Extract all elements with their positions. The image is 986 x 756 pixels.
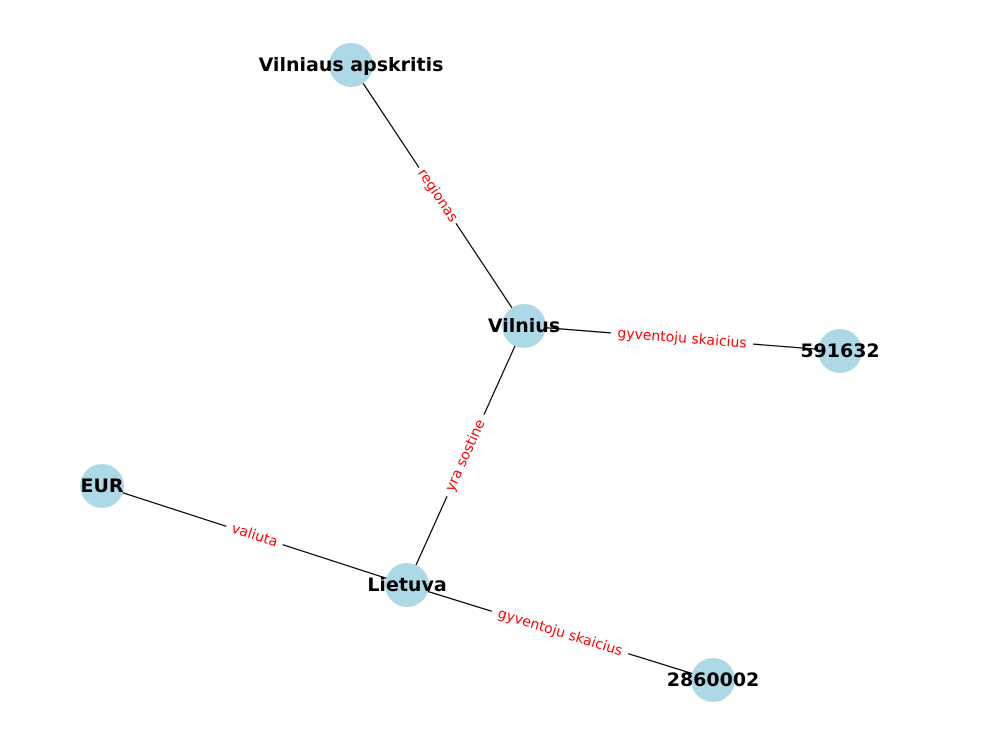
node-lietuva: Lietuva bbox=[367, 563, 447, 607]
edge-label-background bbox=[610, 323, 754, 354]
node-eur: EUR bbox=[80, 464, 124, 508]
edge-labels-layer: regionas gyventoju skaicius yra sostine val… bbox=[223, 162, 754, 663]
edge-label-background bbox=[489, 602, 631, 663]
node-circle bbox=[691, 658, 735, 702]
edge-label: valiuta bbox=[229, 521, 279, 551]
edge-label-background bbox=[411, 162, 464, 229]
edge-label: yra sostine bbox=[442, 417, 488, 494]
node-591632: 591632 bbox=[800, 329, 880, 373]
edges-layer bbox=[101, 64, 841, 681]
node-circle bbox=[502, 304, 546, 348]
node-label: Vilnius bbox=[488, 315, 560, 337]
edge-label-background bbox=[438, 410, 493, 501]
node-label: EUR bbox=[80, 475, 123, 497]
node-circle bbox=[80, 464, 124, 508]
edge-label-background bbox=[223, 517, 286, 554]
edge-label-group: yra sostine bbox=[438, 410, 493, 501]
edge-label-group: gyventoju skaicius bbox=[610, 323, 754, 354]
node-label: 2860002 bbox=[667, 669, 760, 691]
edge-label: gyventoju skaicius bbox=[496, 606, 625, 660]
edge-label-group: valiuta bbox=[223, 517, 286, 554]
node-circle bbox=[385, 563, 429, 607]
node-vilnius: Vilnius bbox=[488, 304, 560, 348]
node-circle bbox=[329, 43, 373, 87]
edge-label: regionas bbox=[414, 166, 461, 225]
edge-label-group: regionas bbox=[411, 162, 464, 229]
node-vilniaus-apskritis: Vilniaus apskritis bbox=[259, 43, 444, 87]
node-label: Vilniaus apskritis bbox=[259, 54, 444, 76]
edge-label-group: gyventoju skaicius bbox=[489, 602, 631, 663]
node-label: Lietuva bbox=[367, 574, 446, 596]
edge-label: gyventoju skaicius bbox=[617, 325, 747, 351]
node-label: 591632 bbox=[800, 340, 879, 362]
node-2860002: 2860002 bbox=[667, 658, 760, 702]
node-circle bbox=[818, 329, 862, 373]
